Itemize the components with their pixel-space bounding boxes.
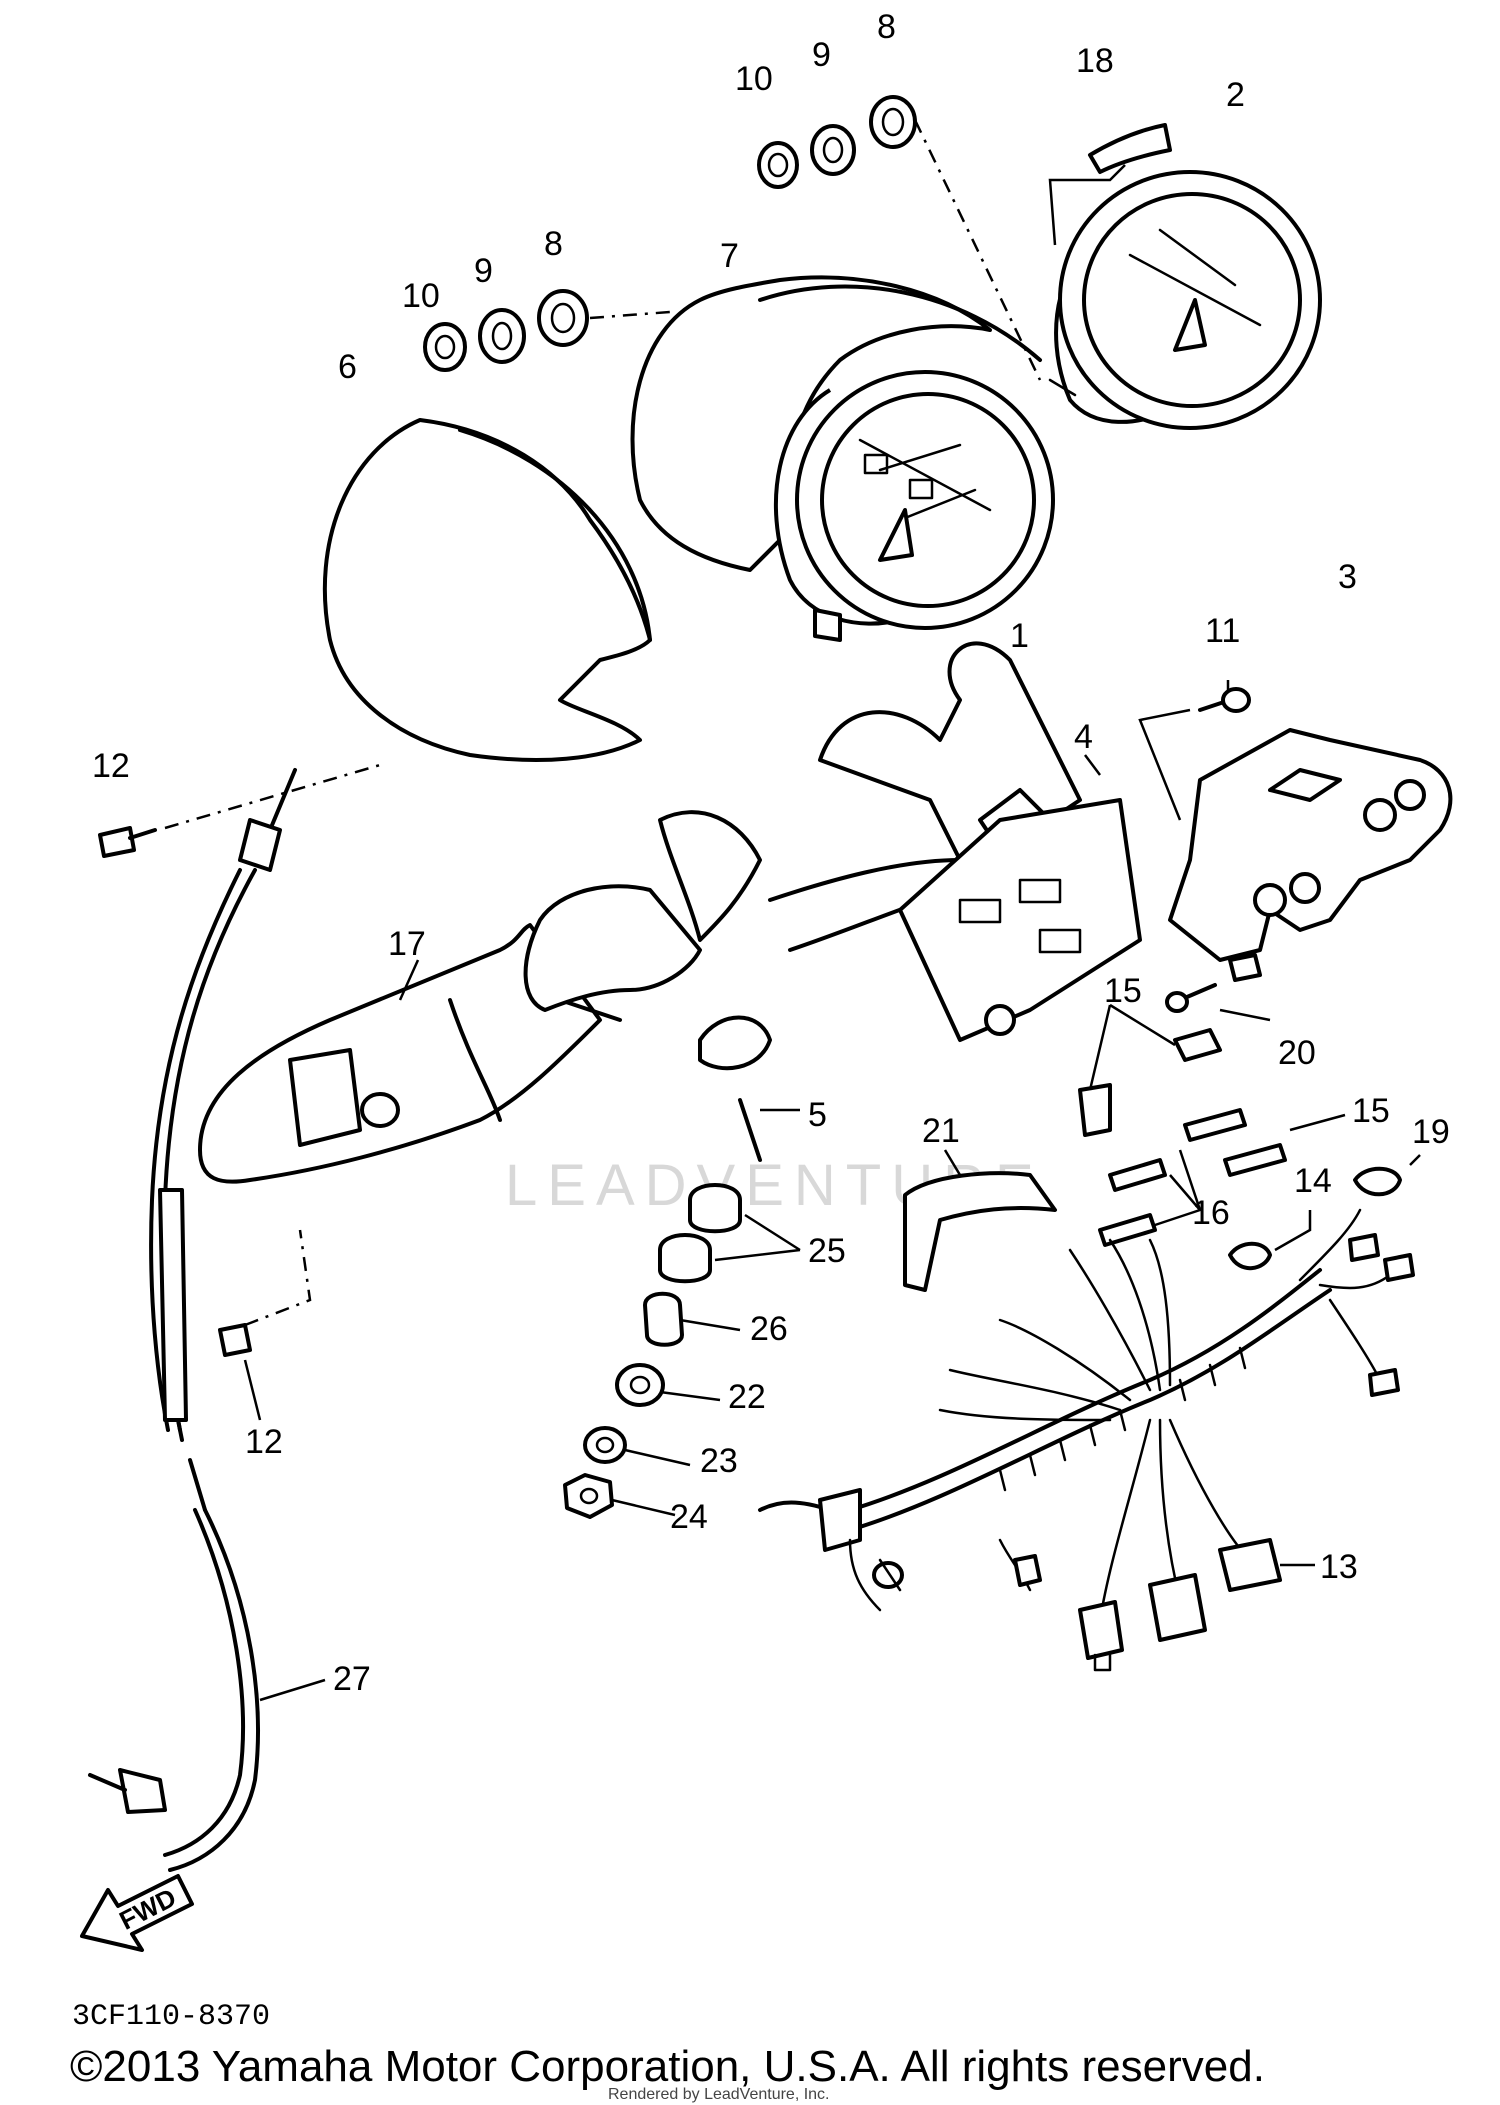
- callout-2: 2: [1226, 76, 1245, 114]
- callout-27: 27: [333, 1660, 371, 1698]
- speedometer-cable-27: [88, 768, 297, 1872]
- collar-26: [643, 1291, 684, 1347]
- meter-cover-7: [630, 275, 1042, 572]
- callout-19: 19: [1412, 1113, 1450, 1151]
- leader-19: [1409, 1154, 1421, 1166]
- grommet-8: [537, 289, 589, 347]
- leader-4: [1084, 754, 1101, 776]
- bracket-5: [523, 810, 962, 1162]
- washer-9-top: [810, 124, 856, 176]
- callout-8: 8: [544, 225, 563, 263]
- screw-11: [1198, 687, 1251, 713]
- callout-3: 3: [1338, 558, 1357, 596]
- socket-19: [1353, 1166, 1402, 1197]
- leader-14: [1274, 1210, 1312, 1252]
- bulb-14: [1228, 1241, 1272, 1271]
- socket-15-b: [1078, 1083, 1112, 1137]
- copyright-notice: ©2013 Yamaha Motor Corporation, U.S.A. A…: [70, 2042, 1265, 2091]
- tachometer-2: [1048, 170, 1322, 430]
- callout-21: 21: [922, 1112, 960, 1150]
- leader-16: [1154, 1149, 1202, 1227]
- grommet-25-a: [688, 1183, 742, 1234]
- leader-17: [398, 959, 420, 1001]
- callout-23: 23: [700, 1442, 738, 1480]
- callout-14: 14: [1294, 1162, 1332, 1200]
- leader-15-a: [1088, 1003, 1176, 1091]
- screw-20: [1165, 983, 1217, 1013]
- nut-10-top: [757, 141, 799, 189]
- leader-grommet-to-tach: [913, 119, 1042, 381]
- screw-12-top: [98, 826, 157, 858]
- socket-15-a: [1173, 1028, 1222, 1062]
- callout-10-top: 10: [735, 60, 773, 98]
- bulb-16-c: [1098, 1213, 1157, 1247]
- callout-16: 16: [1192, 1194, 1230, 1232]
- callout-15-a: 15: [1104, 972, 1142, 1010]
- callout-9: 9: [474, 252, 493, 290]
- callout-10: 10: [402, 277, 440, 315]
- leader-20: [1219, 1008, 1271, 1022]
- callout-6: 6: [338, 348, 357, 386]
- washer-23: [583, 1426, 627, 1464]
- callout-9-top: 9: [812, 36, 831, 74]
- leader-12-bottom-label: [243, 1359, 262, 1421]
- leader-11-to-plate: [1138, 708, 1191, 821]
- callout-11: 11: [1205, 612, 1240, 650]
- callout-24: 24: [670, 1498, 708, 1536]
- bulb-16-b: [1108, 1158, 1167, 1192]
- leader-23: [624, 1448, 691, 1467]
- screw-12-bottom: [218, 1323, 252, 1357]
- wire-harness-13: [758, 1208, 1415, 1672]
- callout-8-top: 8: [877, 8, 896, 46]
- leader-12-bottom: [244, 1229, 312, 1327]
- leader-18: [1048, 164, 1126, 246]
- callout-12-bottom: 12: [245, 1423, 283, 1461]
- indicator-panel-18: [1088, 123, 1172, 174]
- leader-26: [679, 1318, 741, 1332]
- callout-5: 5: [808, 1096, 827, 1134]
- callout-26: 26: [750, 1310, 788, 1348]
- grommet-25-b: [658, 1233, 712, 1284]
- trim-21: [903, 1171, 1057, 1292]
- callout-1: 1: [1010, 617, 1029, 655]
- callout-13: 13: [1320, 1548, 1358, 1586]
- diagram-code: 3CF110-8370: [72, 2000, 271, 2034]
- callout-20: 20: [1278, 1034, 1316, 1072]
- mounting-plate-3: [1168, 728, 1453, 982]
- nut-10: [423, 322, 467, 372]
- grommet-8-top: [869, 95, 917, 149]
- leader-25: [714, 1213, 801, 1262]
- leader-15-b: [1289, 1113, 1346, 1132]
- callout-12-top: 12: [92, 747, 130, 785]
- nut-24: [563, 1473, 614, 1519]
- callout-7: 7: [720, 237, 739, 275]
- callout-17: 17: [388, 925, 426, 963]
- leader-12-top: [164, 763, 381, 830]
- callout-15-b: 15: [1352, 1092, 1390, 1130]
- callout-25: 25: [808, 1232, 846, 1270]
- callout-18: 18: [1076, 42, 1114, 80]
- leader-21: [943, 1149, 962, 1176]
- callout-4: 4: [1074, 718, 1093, 756]
- lower-housing-17: [198, 923, 622, 1184]
- meter-cover-6: [322, 418, 652, 762]
- callout-22: 22: [728, 1378, 766, 1416]
- bulb-16-a: [1183, 1108, 1247, 1142]
- leader-22: [659, 1390, 721, 1402]
- speedometer-1: [773, 370, 1055, 642]
- washer-22: [615, 1363, 665, 1407]
- washer-9: [478, 308, 526, 364]
- forward-direction-arrow: FWD: [80, 1874, 194, 1952]
- bulb-15-c: [1223, 1143, 1287, 1177]
- rendered-by-credit: Rendered by LeadVenture, Inc.: [608, 2086, 830, 2103]
- leader-24: [611, 1498, 676, 1517]
- leader-27: [259, 1678, 326, 1702]
- indicator-panel-4: [818, 641, 1142, 1042]
